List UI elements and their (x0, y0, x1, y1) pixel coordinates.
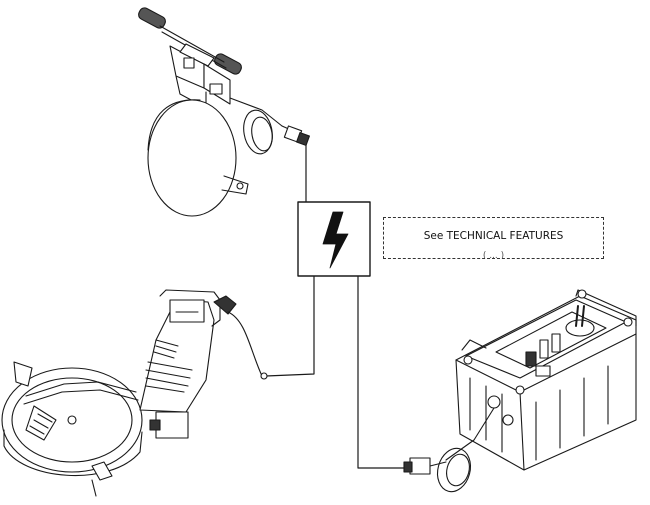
drill-machine-illustration (1, 289, 268, 497)
connection-lines (265, 141, 407, 469)
note-subtext: ( ... ) (482, 251, 505, 259)
electrical-hazard-symbol (297, 201, 371, 277)
technical-features-note: See TECHNICAL FEATURES ( ... ) (383, 217, 604, 259)
top-machine-illustration (138, 7, 310, 217)
lightning-bolt-icon (322, 211, 349, 269)
cable-box-to-control (357, 275, 407, 469)
control-unit-illustration (403, 289, 637, 493)
cable-box-to-drill (265, 275, 315, 377)
note-text: See TECHNICAL FEATURES (423, 230, 564, 242)
